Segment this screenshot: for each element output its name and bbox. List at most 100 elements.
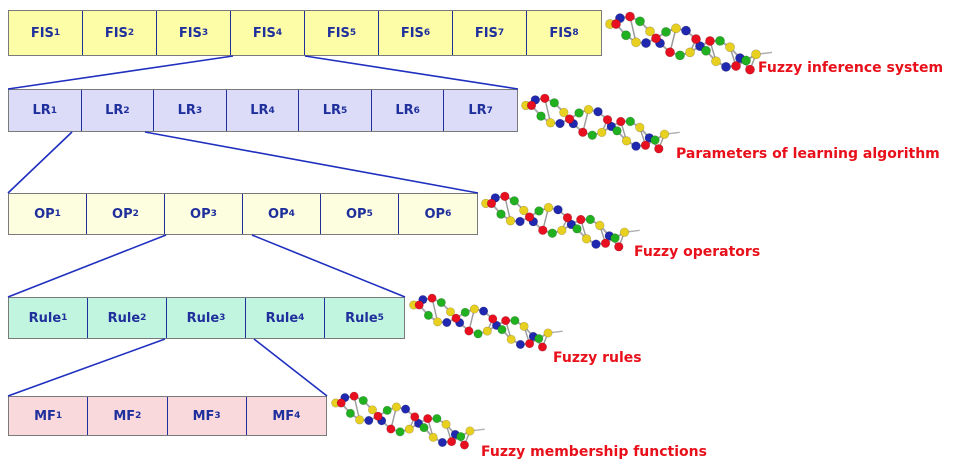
gene-label: LR [32, 103, 51, 118]
gene-index: 6 [423, 28, 431, 38]
gene-label: FIS [104, 25, 128, 41]
gene-label: LR [177, 103, 196, 118]
connector-line [7, 131, 73, 194]
gene-index: 1 [53, 28, 61, 38]
gene-index: 4 [288, 209, 295, 219]
gene-label: MF [113, 408, 136, 424]
connector-line [7, 234, 167, 298]
connector-line [251, 234, 406, 298]
op-level-label: Fuzzy operators [634, 244, 761, 260]
gene-label: Rule [107, 310, 141, 326]
connector-line [7, 55, 234, 90]
gene-label: FIS [252, 25, 276, 41]
gene-index: 1 [55, 411, 63, 421]
rule-level-label: Fuzzy rules [553, 350, 642, 366]
gene-index: 2 [132, 209, 139, 219]
lr-level-label: Parameters of learning algorithm [676, 146, 940, 162]
gene-label: OP [190, 206, 211, 222]
gene-label: OP [346, 206, 367, 222]
gene-label: MF [34, 408, 56, 424]
gene-index: 2 [135, 411, 142, 421]
gene-index: 1 [50, 105, 58, 116]
gene-label: LR [468, 103, 487, 118]
gene-label: LR [395, 103, 414, 118]
gene-index: 1 [54, 209, 61, 219]
connector-line [7, 338, 166, 397]
gene-index: 6 [413, 105, 420, 116]
fis-level-label: Fuzzy inference system [758, 60, 944, 76]
dna-helix-icon [481, 191, 640, 252]
gene-index: 5 [366, 209, 373, 219]
gene-index: 3 [201, 28, 209, 38]
gene-index: 4 [268, 105, 275, 116]
gene-index: 7 [486, 105, 493, 116]
gene-index: 2 [127, 28, 135, 38]
connector-line [304, 55, 519, 90]
gene-index: 4 [298, 313, 305, 323]
gene-label: FIS [400, 25, 424, 41]
gene-label: LR [105, 103, 124, 118]
gene-label: LR [322, 103, 342, 118]
connector-line [253, 338, 328, 397]
gene-index: 3 [219, 313, 226, 323]
gene-index: 4 [294, 411, 301, 421]
mf-level-label: Fuzzy membership functions [481, 444, 707, 460]
gene-index: 3 [214, 411, 221, 421]
gene-label: OP [424, 206, 446, 222]
gene-index: 2 [140, 313, 147, 323]
gene-label: FIS [326, 25, 350, 41]
gene-index: 3 [195, 105, 203, 116]
gene-label: MF [272, 408, 295, 424]
dna-helix-icon [605, 11, 773, 75]
gene-index: 2 [123, 105, 130, 116]
gene-label: Rule [345, 310, 378, 326]
gene-label: FIS [549, 25, 573, 41]
gene-label: FIS [30, 25, 54, 41]
gene-label: OP [112, 206, 133, 222]
gene-index: 1 [61, 313, 68, 323]
gene-index: 4 [275, 28, 283, 38]
gene-index: 5 [341, 105, 348, 116]
gene-label: FIS [178, 25, 202, 41]
gene-index: 7 [497, 28, 505, 38]
gene-index: 8 [572, 28, 579, 38]
gene-label: OP [268, 206, 289, 222]
gene-index: 5 [377, 313, 384, 323]
gene-index: 3 [210, 209, 217, 219]
gene-label: FIS [474, 25, 498, 41]
gene-label: Rule [186, 310, 220, 326]
